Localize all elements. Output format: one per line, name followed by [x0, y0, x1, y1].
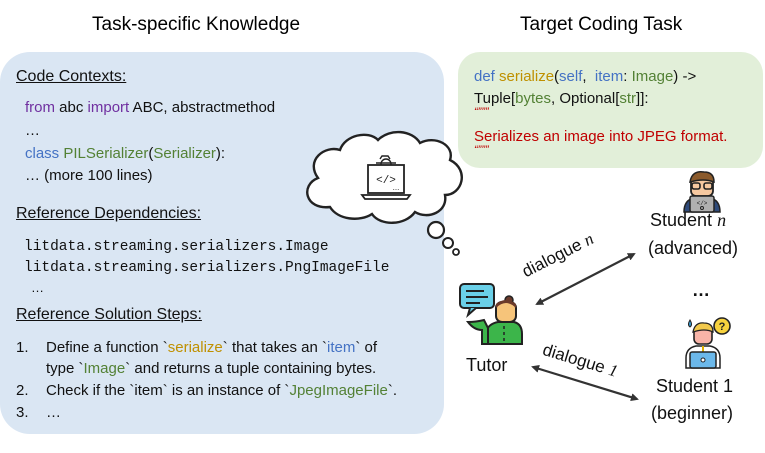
- return-arrow: ) ->: [673, 68, 697, 85]
- function-name: serialize: [494, 68, 555, 85]
- student-beginner-icon: ?: [685, 317, 731, 369]
- code-line-ellipsis: …: [25, 122, 40, 139]
- keyword-class: class: [25, 145, 60, 162]
- step-text: Check if the `item` is an instance of `: [46, 382, 290, 399]
- tutor-icon: [459, 283, 523, 345]
- step-text: ` and returns a tuple containing bytes.: [125, 360, 377, 377]
- highlight-serialize: serialize: [167, 339, 223, 356]
- svg-text:</>: </>: [376, 175, 396, 187]
- svg-text:...: ...: [393, 183, 400, 192]
- highlight-image: Image: [83, 360, 126, 377]
- param-item: item: [594, 68, 624, 85]
- param-type: Image: [631, 68, 674, 85]
- dialogue-n-arrow: [535, 253, 636, 305]
- code-line-class: class PILSerializer(Serializer):: [25, 143, 225, 164]
- solution-step-2: Check if the `item` is an instance of `J…: [46, 380, 397, 401]
- code-line-more: … (more 100 lines): [25, 167, 153, 184]
- knowledge-title: Task-specific Knowledge: [92, 14, 301, 35]
- step-number: 3.: [16, 404, 29, 421]
- student-1-level: (beginner): [651, 403, 734, 423]
- solution-steps-header: Reference Solution Steps:: [16, 306, 202, 323]
- target-task-title: Target Coding Task: [520, 14, 683, 35]
- knowledge-panel: [0, 52, 444, 434]
- highlight-item: item: [327, 339, 356, 356]
- str-type: str: [619, 90, 637, 107]
- step-text: ` that takes an `: [222, 339, 327, 356]
- tutor-label: Tutor: [466, 355, 508, 375]
- student-advanced-icon: </>: [683, 170, 721, 213]
- module-name: abc: [55, 99, 88, 116]
- step-number: 1.: [16, 339, 29, 356]
- student-n-label: Student n: [650, 208, 726, 233]
- dependencies-header: Reference Dependencies:: [16, 205, 202, 222]
- paren-open: (: [148, 145, 154, 162]
- keyword-import: import: [87, 99, 130, 116]
- docstring-close: “”””: [474, 144, 489, 156]
- signature-line-2: Tuple[bytes, Optional[str]]:: [474, 88, 649, 109]
- keyword-from: from: [25, 99, 55, 116]
- svg-text:</>: </>: [697, 200, 708, 207]
- step-text: `.: [387, 382, 397, 399]
- code-line-import: from abc import ABC, abstractmethod: [25, 97, 275, 118]
- keyword-def: def: [474, 68, 495, 85]
- base-class: Serializer: [153, 145, 216, 162]
- bracket-close: ]]:: [636, 90, 649, 107]
- paren-close: ):: [215, 145, 226, 162]
- student-n-level: (advanced): [648, 238, 739, 258]
- solution-step-3: …: [46, 404, 61, 421]
- step-text: ` of: [355, 339, 378, 356]
- colon: :: [623, 68, 632, 85]
- solution-step-1-cont: type `Image` and returns a tuple contain…: [46, 358, 376, 379]
- dependency-item: litdata.streaming.serializers.PngImageFi…: [24, 260, 390, 276]
- dialogue-1-arrow: [531, 364, 639, 402]
- paren: (: [554, 68, 560, 85]
- param-self: self: [559, 68, 583, 85]
- comma: ,: [582, 68, 595, 85]
- docstring-text: Serializes an image into JPEG format.: [474, 128, 728, 145]
- solution-step-1: Define a function `serialize` that takes…: [46, 337, 377, 358]
- code-contexts-header: Code Contexts:: [16, 68, 127, 85]
- highlight-jpeg: JpegImageFile: [289, 382, 388, 399]
- students-ellipsis: …: [692, 280, 712, 300]
- optional-type: , Optional[: [551, 90, 620, 107]
- svg-text:?: ?: [719, 321, 726, 333]
- class-name: PILSerializer: [59, 145, 149, 162]
- target-task-panel: [458, 52, 763, 168]
- dependency-more: …: [31, 280, 44, 295]
- dependency-item: litdata.streaming.serializers.Image: [24, 239, 329, 255]
- student-n-var: n: [717, 210, 727, 230]
- signature-line-1: def serialize(self, item: Image) ->: [474, 66, 696, 87]
- step-number: 2.: [16, 382, 29, 399]
- tuple-type: Tuple[: [474, 90, 516, 107]
- docstring-open: “”””: [474, 106, 489, 118]
- laptop-code-icon: </> ...: [360, 155, 412, 200]
- bytes-type: bytes: [515, 90, 551, 107]
- import-names: ABC, abstractmethod: [129, 99, 276, 116]
- step-text: Define a function `: [46, 339, 168, 356]
- student-n-name: Student: [650, 210, 718, 230]
- step-text: type `: [46, 360, 84, 377]
- student-1-label: Student 1: [656, 376, 734, 396]
